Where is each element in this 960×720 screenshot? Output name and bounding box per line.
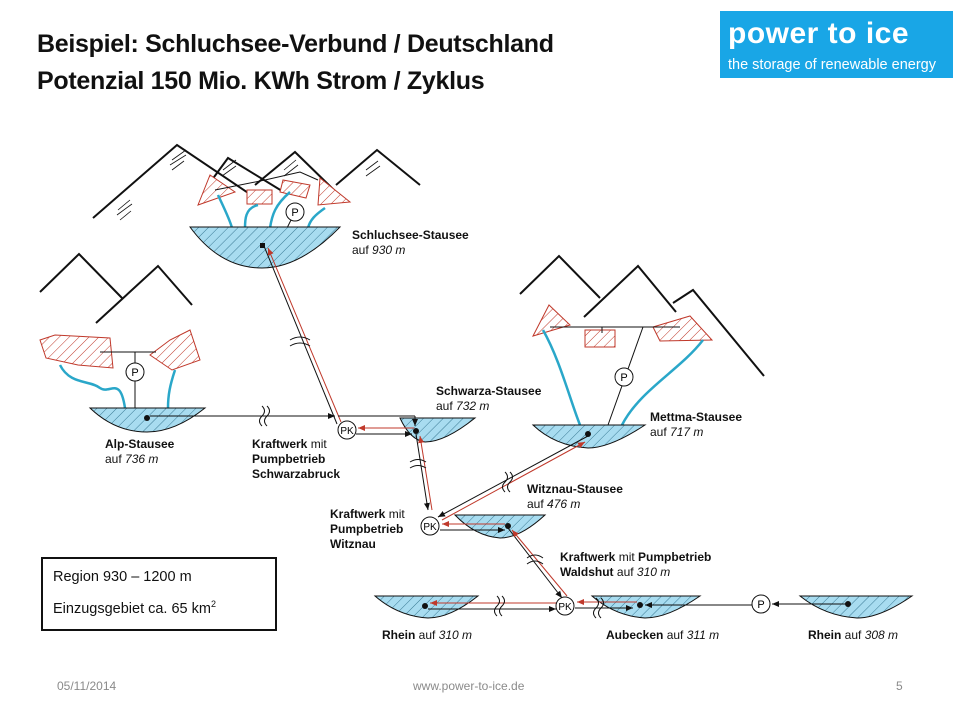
altitude: 732 m (456, 399, 490, 413)
label-alp: Alp-Stausee auf 736 m (105, 437, 175, 466)
pump-label: P (131, 367, 138, 379)
reservoir-witznau (453, 514, 547, 539)
catchment-area (149, 329, 201, 371)
catchment-area (317, 177, 352, 206)
pump-label: P (757, 599, 764, 611)
pump-label: P (620, 372, 627, 384)
catchment-area (246, 189, 273, 205)
label-schwarza: Schwarza-Stausee auf 732 m (436, 384, 542, 413)
pump-icon (751, 594, 771, 614)
label-rhein-310: Rhein auf 310 m (382, 628, 473, 642)
mountains-mettma (519, 254, 765, 377)
catchment-area (584, 329, 616, 348)
altitude: 736 m (125, 452, 159, 466)
catchment-area (39, 334, 114, 369)
reservoir-name: Alp-Stausee (105, 437, 175, 451)
altitude: 930 m (372, 243, 406, 257)
region-range: Region 930 – 1200 m (53, 569, 192, 585)
reservoir-name: Witznau-Stausee (527, 482, 623, 496)
label-aubecken: Aubecken auf 311 m (606, 628, 720, 642)
pump-turbine-label: PK (558, 602, 572, 613)
pump-label: P (291, 207, 298, 219)
label-plant-waldshut: Kraftwerk mit Pumpbetrieb Waldshut auf 3… (560, 550, 712, 579)
reservoir-rhein-308 (798, 595, 914, 619)
mountains-alp (39, 252, 193, 324)
label-rhein-308: Rhein auf 308 m (808, 628, 899, 642)
streams (58, 364, 177, 409)
streams (541, 329, 704, 426)
logo-main-text: power to ice (728, 17, 910, 50)
pump-turbine-label: PK (340, 426, 354, 437)
reservoir-name: Mettma-Stausee (650, 410, 743, 424)
pump-turbine-icon (555, 596, 575, 616)
region-info-box: Region 930 – 1200 m Einzugsgebiet ca. 65… (41, 557, 277, 631)
altitude: 476 m (547, 497, 581, 511)
label-plant-schwarzabruck: Kraftwerk mit Pumpbetrieb Schwarzabruck (252, 437, 341, 481)
catchment-area (532, 304, 571, 337)
pump-turbine-icon (420, 516, 440, 536)
logo-tagline: the storage of renewable energy (728, 57, 936, 73)
catchment-area (279, 179, 311, 199)
catchment-area-text: Einzugsgebiet ca. 65 km2 (53, 599, 216, 617)
altitude: 717 m (670, 425, 704, 439)
label-plant-witznau: Kraftwerk mit Pumpbetrieb Witznau (330, 507, 405, 551)
slide-title-line2: Potenzial 150 Mio. KWh Strom / Zyklus (37, 67, 485, 95)
pump-turbine-icon (337, 420, 357, 440)
label-witznau: Witznau-Stausee auf 476 m (527, 482, 623, 511)
reservoir-aubecken (590, 595, 702, 619)
catchment-area (652, 315, 714, 342)
power-to-ice-logo: power to ice the storage of renewable en… (720, 11, 953, 78)
reservoir-name: Schluchsee-Stausee (352, 228, 469, 242)
label-schluchsee: Schluchsee-Stausee auf 930 m (352, 228, 469, 257)
pump-icon (125, 362, 145, 382)
footer-url[interactable]: www.power-to-ice.de (413, 679, 525, 693)
reservoir-name: Schwarza-Stausee (436, 384, 542, 398)
streams (216, 191, 326, 229)
pump-turbine-label: PK (423, 522, 437, 533)
pump-icon (285, 202, 305, 222)
label-mettma: Mettma-Stausee auf 717 m (650, 410, 743, 439)
slide-title-line1: Beispiel: Schluchsee-Verbund / Deutschla… (37, 30, 554, 58)
pump-icon (614, 367, 634, 387)
reservoir-schwarza (399, 417, 477, 443)
footer-date: 05/11/2014 (57, 679, 117, 693)
page-number: 5 (896, 679, 903, 693)
snow-hatch (116, 149, 381, 221)
